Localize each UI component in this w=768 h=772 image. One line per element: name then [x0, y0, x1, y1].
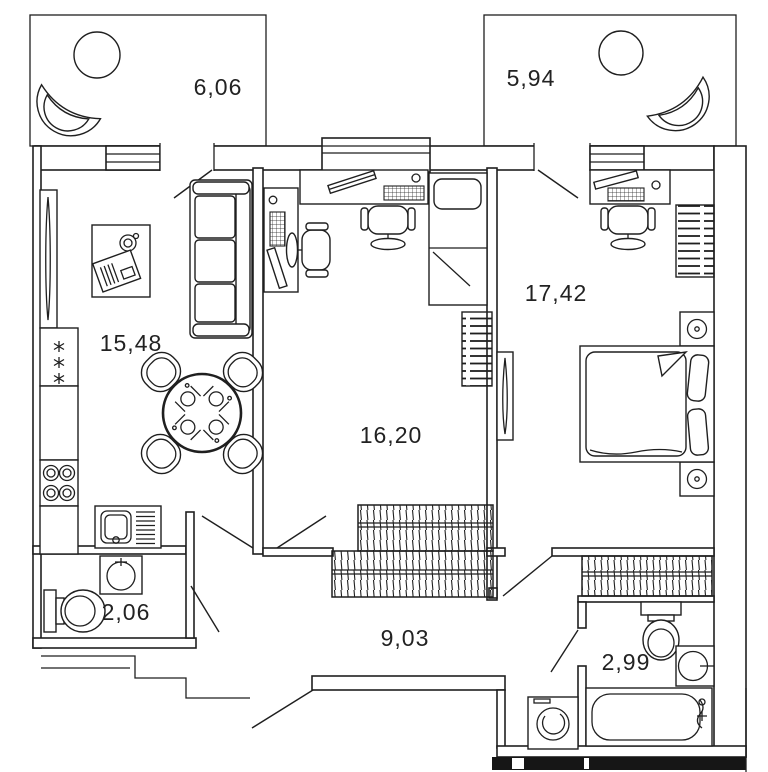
armchair-icon	[36, 83, 102, 137]
area-label-balcony-right: 5,94	[507, 65, 556, 91]
area-label-kitchen-living: 15,48	[100, 330, 163, 356]
door-leaf	[276, 515, 327, 549]
dining-table-icon	[140, 351, 264, 475]
bathtub-icon	[585, 687, 713, 747]
wardrobe-icon	[581, 555, 713, 597]
office-chair-icon	[600, 205, 656, 251]
toilet-icon	[640, 601, 682, 661]
round-table-icon	[598, 30, 644, 76]
tall-cabinet-icon	[496, 351, 514, 441]
area-label-balcony-left: 6,06	[194, 74, 243, 100]
window	[321, 137, 431, 173]
door-leaf	[550, 629, 579, 673]
washbasin-icon	[99, 555, 143, 595]
desk-icon	[589, 169, 671, 205]
washbasin-icon	[675, 645, 715, 687]
wardrobe-icon	[675, 204, 715, 278]
wall-niche	[496, 689, 506, 749]
kitchen-counter	[39, 505, 79, 555]
window	[589, 145, 645, 171]
area-label-hallway: 9,03	[381, 625, 430, 651]
fridge-icon	[39, 327, 79, 387]
stove-icon	[39, 459, 79, 507]
kitchen-sink-icon	[94, 505, 162, 549]
desk-icon	[299, 169, 429, 205]
balcony-door-opening	[534, 143, 590, 171]
armchair-icon	[646, 75, 710, 132]
door-leaf	[201, 515, 254, 549]
office-chair-icon	[360, 205, 416, 251]
balcony-door-opening	[160, 143, 214, 171]
shaft-gap	[512, 758, 524, 769]
area-label-wc: 2,06	[102, 599, 151, 625]
wall-bathroom-top	[577, 595, 715, 603]
double-bed-icon	[579, 345, 715, 463]
shaft-strip	[492, 757, 746, 770]
wardrobe-icon	[357, 504, 494, 552]
area-label-bedroom: 17,42	[525, 280, 588, 306]
round-table-icon	[73, 31, 121, 79]
wall-bedroom-bottom-b	[551, 547, 715, 557]
dresser-icon	[461, 311, 493, 387]
sofa-icon	[189, 179, 253, 339]
washing-machine-icon	[527, 696, 579, 750]
wall-bathroom-left-b	[577, 665, 587, 751]
office-chair-icon	[285, 222, 331, 278]
window	[105, 145, 161, 171]
exterior-steps	[41, 655, 250, 699]
nightstand-icon	[679, 311, 715, 347]
area-label-middle-room: 16,20	[360, 422, 423, 448]
area-label-bathroom: 2,99	[602, 649, 651, 675]
wardrobe-icon	[331, 550, 494, 598]
door-leaf	[502, 555, 553, 597]
coffee-table-icon	[91, 224, 151, 298]
entrance-door-leaf	[251, 689, 314, 729]
single-bed-icon	[428, 172, 488, 306]
kitchen-counter	[39, 385, 79, 461]
wall-wc-bottom	[32, 637, 197, 649]
wall-room-bottom-left	[262, 547, 334, 557]
door-leaf	[537, 169, 579, 199]
toilet-icon	[43, 589, 106, 633]
wall-wc-right	[185, 511, 195, 639]
door-jambs	[159, 143, 215, 171]
shaft-gap	[584, 758, 589, 769]
door-leaf	[190, 585, 220, 633]
wall-hall-bottom	[311, 675, 506, 691]
wall-bathroom-left-a	[577, 601, 587, 629]
tall-cabinet-icon	[39, 189, 58, 329]
nightstand-icon	[679, 461, 715, 497]
wall-right	[713, 145, 747, 758]
